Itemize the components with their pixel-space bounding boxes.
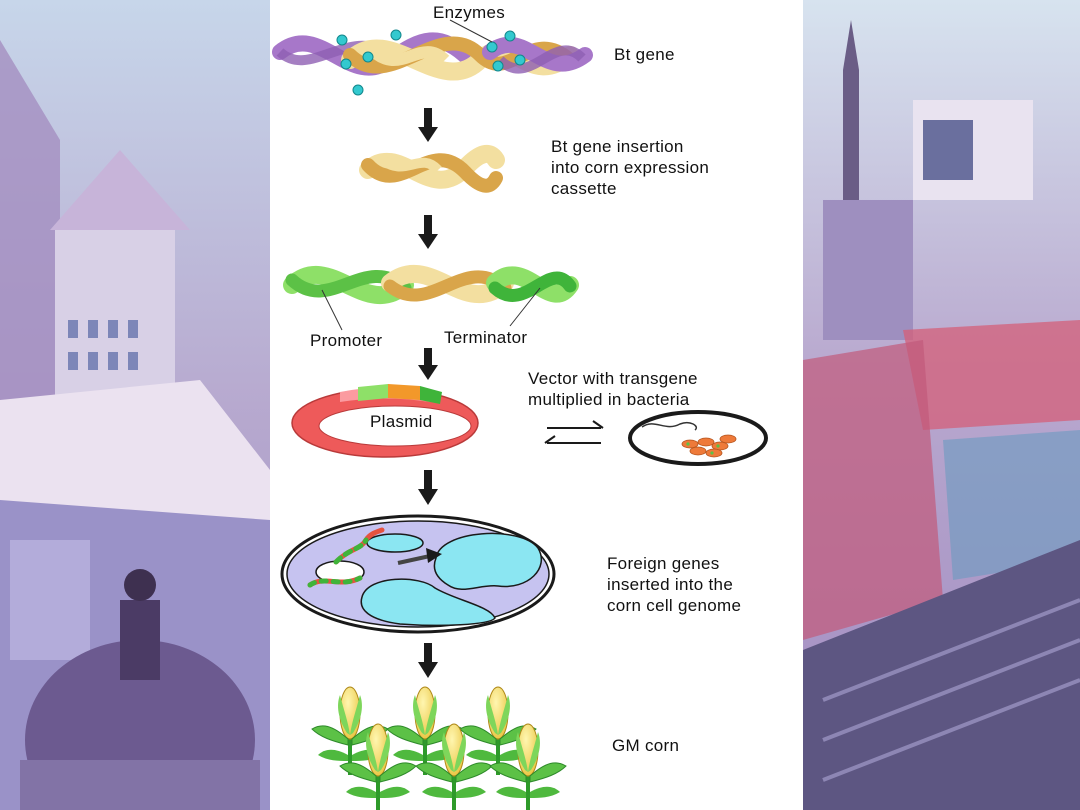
flow-arrow-5 [418, 643, 438, 678]
expression-cassette [283, 264, 579, 305]
foreign-genes-label: Foreign genes inserted into the corn cel… [607, 554, 742, 615]
background-painting-left [0, 0, 270, 810]
corn-plant [489, 723, 567, 810]
flow-arrow-4 [418, 470, 438, 505]
bt-gene-label: Bt gene [614, 45, 675, 64]
bt-gene-dna [272, 32, 593, 81]
plasmid-label: Plasmid [370, 412, 433, 431]
corn-plant [415, 723, 493, 810]
corn-cell [280, 514, 556, 634]
terminator-label: Terminator [444, 328, 528, 347]
enzymes-label: Enzymes [433, 3, 506, 22]
enzymes-pointer-line [449, 19, 493, 43]
flow-arrow-1 [418, 108, 438, 142]
diagram-graphics [272, 19, 768, 810]
background-painting-right [803, 0, 1080, 810]
flow-arrow-2 [418, 215, 438, 249]
promoter-pointer-line [321, 289, 343, 331]
terminator-pointer-line [509, 287, 541, 327]
reversible-arrows [544, 420, 604, 444]
promoter-label: Promoter [310, 331, 383, 350]
enzyme-dots [336, 29, 526, 96]
insertion-label: Bt gene insertion into corn expression c… [551, 137, 710, 198]
corn-plant [339, 723, 417, 810]
bt-gene-fragment [359, 144, 505, 193]
gm-corn-label: GM corn [612, 736, 680, 755]
gm-corn-plants [311, 686, 567, 810]
vector-label: Vector with transgene multiplied in bact… [528, 369, 698, 409]
bacteria-dish [628, 410, 768, 466]
plasmid-ring [291, 384, 479, 458]
flow-arrow-3 [418, 348, 438, 380]
diagram-panel: Enzymes Bt gene Bt gene insertion into c… [270, 0, 803, 810]
